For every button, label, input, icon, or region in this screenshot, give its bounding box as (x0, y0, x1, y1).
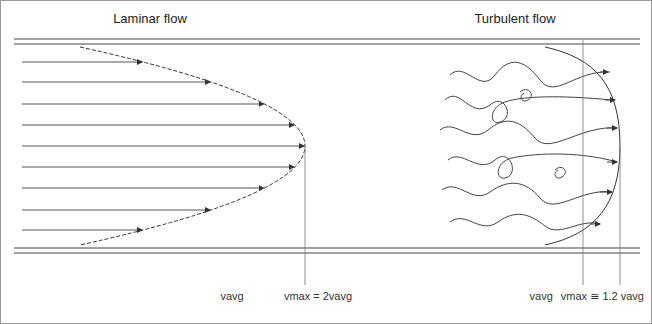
velocity-label: vavg (528, 290, 555, 303)
panel-heading: Turbulent flow (472, 11, 557, 27)
panel-heading: Laminar flow (111, 11, 189, 27)
laminar-arrows (22, 62, 304, 230)
velocity-label: vmax = 2vavg (282, 290, 354, 303)
velocity-label: vavg (218, 290, 245, 303)
pipe-walls (14, 39, 640, 253)
velocity-arrow (22, 82, 210, 83)
velocity-arrow (22, 167, 294, 168)
velocity-arrow (22, 146, 304, 147)
velocity-arrow (22, 62, 142, 63)
velocity-arrow (22, 210, 210, 211)
reference-lines (305, 40, 620, 285)
velocity-arrow (22, 125, 294, 126)
turbulent-eddies (440, 62, 617, 230)
velocity-arrow (22, 230, 142, 231)
turbulent-arrows (590, 72, 617, 224)
velocity-arrow (22, 104, 264, 105)
velocity-label: vmax ≅ 1.2 vavg (559, 290, 646, 303)
velocity-arrow (22, 188, 264, 189)
